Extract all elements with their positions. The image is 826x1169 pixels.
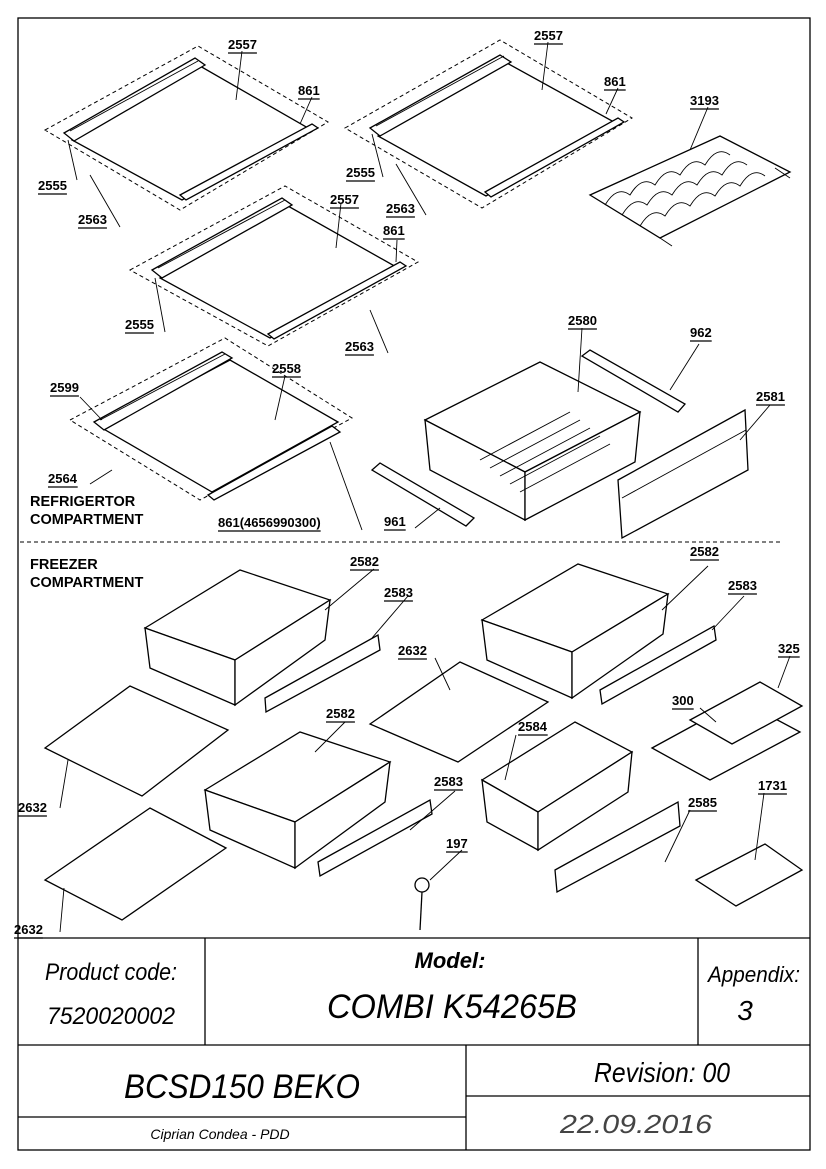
title-block: Product code: 7520020002 Model: COMBI K5… bbox=[18, 937, 810, 1150]
product-code-label: Product code: bbox=[45, 959, 177, 986]
part-label: 2584 bbox=[518, 719, 548, 734]
part-label: 2581 bbox=[756, 389, 785, 404]
ice-tray-cover bbox=[688, 681, 804, 745]
freezer-drawer-3 bbox=[203, 731, 433, 878]
part-label: 861 bbox=[604, 74, 626, 89]
freezer-drawer-4 bbox=[480, 721, 681, 894]
part-label: 2555 bbox=[125, 317, 154, 332]
part-labels: 2557 861 2555 2563 2557 861 2555 2563 31… bbox=[14, 28, 800, 939]
part-label: 2557 bbox=[228, 37, 257, 52]
wine-rack bbox=[588, 135, 792, 247]
model-label: Model: bbox=[415, 948, 486, 973]
part-label: 300 bbox=[672, 693, 694, 708]
part-label: 2582 bbox=[326, 706, 355, 721]
freezer-drawer-2 bbox=[480, 563, 717, 706]
part-label: 2632 bbox=[18, 800, 47, 815]
part-label: 961 bbox=[384, 514, 406, 529]
glass-shelf-1 bbox=[43, 45, 329, 211]
freezer-glass-1 bbox=[43, 685, 230, 797]
drawer-rail-left bbox=[370, 462, 476, 527]
part-label: 2558 bbox=[272, 361, 301, 376]
part-label: 861(4656990300) bbox=[218, 515, 321, 530]
part-label: 861 bbox=[383, 223, 405, 238]
appendix-value: 3 bbox=[737, 995, 753, 1026]
part-label: 2563 bbox=[386, 201, 415, 216]
part-label: 2557 bbox=[330, 192, 359, 207]
part-label: 2557 bbox=[534, 28, 563, 43]
revision-date: 22.09.2016 bbox=[559, 1109, 713, 1139]
part-label: 2580 bbox=[568, 313, 597, 328]
part-label: 2632 bbox=[14, 922, 43, 937]
document-code: BCSD150 BEKO bbox=[124, 1068, 360, 1106]
glass-shelf-2 bbox=[343, 39, 633, 209]
part-label: 2632 bbox=[398, 643, 427, 658]
part-label: 2563 bbox=[345, 339, 374, 354]
glass-shelf-4 bbox=[68, 337, 353, 501]
part-label: 962 bbox=[690, 325, 712, 340]
part-label: 861 bbox=[298, 83, 320, 98]
parts-drawing bbox=[20, 39, 804, 933]
part-label: 2582 bbox=[690, 544, 719, 559]
revision-value: Revision: 00 bbox=[594, 1057, 730, 1088]
freezer-glass-2 bbox=[368, 661, 550, 763]
glass-shelf-3 bbox=[128, 185, 420, 347]
part-label: 2555 bbox=[38, 178, 67, 193]
part-label: 2555 bbox=[346, 165, 375, 180]
product-code-value: 7520020002 bbox=[47, 1003, 175, 1030]
part-label: 325 bbox=[778, 641, 800, 656]
part-label: 2582 bbox=[350, 554, 379, 569]
freezer-glass-3 bbox=[43, 807, 228, 921]
part-label: 2564 bbox=[48, 471, 78, 486]
appendix-label: Appendix: bbox=[706, 962, 800, 987]
part-label: 2583 bbox=[384, 585, 413, 600]
crisper-front-panel bbox=[617, 408, 749, 540]
freezer-drawer-1 bbox=[143, 569, 381, 714]
model-value: COMBI K54265B bbox=[327, 988, 577, 1026]
part-label: 2599 bbox=[50, 380, 79, 395]
drawer-rail-right bbox=[580, 349, 687, 413]
part-label: 1731 bbox=[758, 778, 787, 793]
crisper-drawer bbox=[423, 361, 642, 522]
leader-lines bbox=[59, 41, 791, 933]
author-name: Ciprian Condea - PDD bbox=[150, 1126, 289, 1142]
part-label: 2563 bbox=[78, 212, 107, 227]
part-label: 2585 bbox=[688, 795, 717, 810]
part-label: 3193 bbox=[690, 93, 719, 108]
part-label: 2583 bbox=[728, 578, 757, 593]
part-label: 197 bbox=[446, 836, 468, 851]
ice-container bbox=[694, 843, 804, 907]
sheet-border bbox=[17, 17, 811, 1151]
part-label: 2583 bbox=[434, 774, 463, 789]
key-part bbox=[414, 877, 430, 931]
